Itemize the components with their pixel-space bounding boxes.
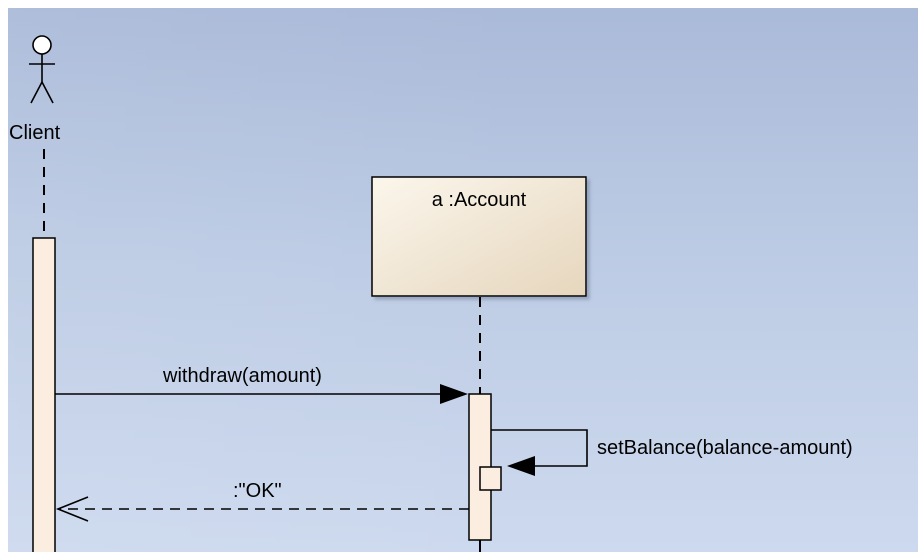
top-margin xyxy=(0,0,918,8)
left-margin xyxy=(0,0,8,552)
stick-figure-icon[interactable] xyxy=(29,35,55,104)
withdraw-message[interactable] xyxy=(55,384,468,404)
withdraw-label: withdraw(amount) xyxy=(162,365,322,387)
actor-name: Client xyxy=(9,122,61,144)
return-message[interactable] xyxy=(55,496,469,522)
account-object-label: a :Account xyxy=(432,189,527,211)
nested-activation-bar xyxy=(479,466,502,491)
setbalance-label: setBalance(balance-amount) xyxy=(597,437,853,459)
account-object-box[interactable] xyxy=(371,176,587,297)
client-activation-bar xyxy=(32,237,56,552)
return-label: :"OK" xyxy=(233,480,282,502)
setbalance-self-message[interactable] xyxy=(491,429,588,476)
